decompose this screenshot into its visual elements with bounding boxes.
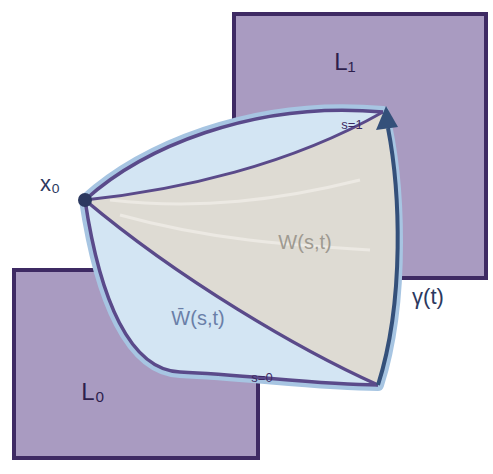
square-label: L₁ <box>334 48 355 76</box>
boundary-label: s=1 <box>341 118 362 132</box>
surface-label: W̄(s,t) <box>171 307 224 329</box>
surface-label: W(s,t) <box>278 231 331 253</box>
boundary-label: s=0 <box>251 371 272 385</box>
base-point-label: x₀ <box>40 172 60 196</box>
square-label: L₀ <box>81 378 104 406</box>
path-label: γ(t) <box>412 285 444 309</box>
